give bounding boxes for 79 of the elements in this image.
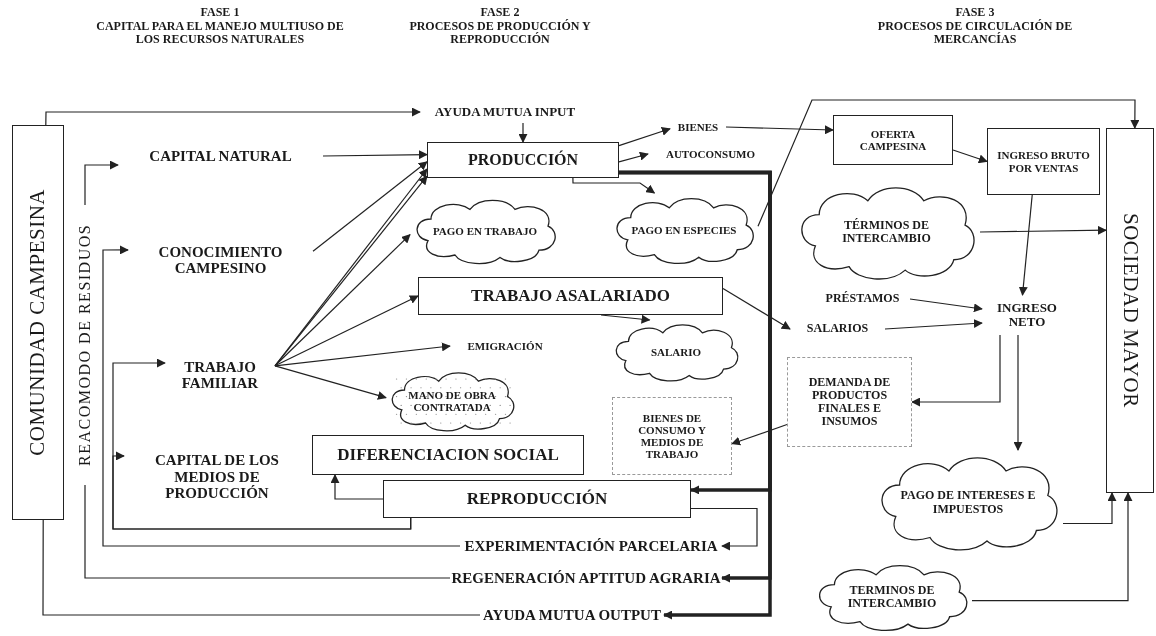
arrow (725, 125, 834, 135)
flow-label: EXPERIMENTACIÓN PARCELARIA (460, 536, 722, 556)
flow-label: CAPITAL NATURAL (118, 142, 323, 170)
phase-heading: PROCESOS DE CIRCULACIÓN DE MERCANCÍAS (876, 20, 1074, 46)
box-label: OFERTA CAMPESINA (858, 127, 928, 153)
vertical-label: REACOMODO DE RESIDUOS (72, 205, 98, 485)
cloud-label: SALARIO (650, 345, 702, 359)
dotted-box (612, 397, 732, 475)
flow-label: BIENES (670, 118, 726, 136)
vertical-box (12, 125, 64, 520)
arrow (884, 319, 983, 330)
box-label: TRABAJO ASALARIADO (471, 286, 670, 306)
flow-label: AYUDA MUTUA INPUT (420, 101, 590, 123)
arrow (979, 225, 1107, 235)
arrow (322, 150, 428, 160)
vertical-box (1106, 128, 1154, 493)
arrow (102, 245, 461, 547)
box-label: PRODUCCIÓN (467, 151, 579, 169)
box-label: REPRODUCCIÓN (466, 489, 608, 509)
cloud-label: MANO DE OBRA CONTRATADA (407, 388, 497, 414)
flow-label: EMIGRACIÓN (450, 336, 560, 356)
arrow (572, 177, 656, 194)
arrow (112, 451, 412, 530)
arrow (690, 507, 758, 551)
box-label: DIFERENCIACION SOCIAL (337, 445, 559, 465)
dotted-box (787, 357, 912, 447)
flow-label: CONOCIMIENTO CAMPESINO (128, 238, 313, 282)
arrow (731, 423, 788, 446)
arrow (518, 122, 528, 143)
arrow (1018, 194, 1033, 296)
arrow (274, 295, 419, 367)
flow-label: AUTOCONSUMO (648, 145, 773, 163)
flow-label: SALARIOS (790, 320, 885, 338)
process-box (987, 128, 1100, 195)
process-box (833, 115, 953, 165)
box-label: INGRESO BRUTO POR VENTAS (996, 149, 1091, 174)
arrow (274, 233, 411, 367)
process-box (383, 480, 691, 518)
flow-label: CAPITAL DE LOS MEDIOS DE PRODUCCIÓN (124, 445, 310, 509)
arrow (952, 149, 988, 164)
arrow (911, 334, 1001, 407)
cloud-label: PAGO DE INTERESES E IMPUESTOS (899, 489, 1037, 516)
arrow (618, 151, 649, 163)
box-label: SOCIEDAD MAYOR (1118, 213, 1142, 408)
flow-label: REGENERACIÓN APTITUD AGRARIA (450, 568, 722, 588)
arrow (757, 99, 1140, 227)
arrow (909, 298, 983, 313)
phase-heading: FASE 3 (954, 6, 996, 19)
arrow (971, 492, 1133, 602)
arrow (722, 287, 791, 330)
flow-label: TRABAJO FAMILIAR (165, 352, 275, 398)
process-box (427, 142, 619, 178)
box-label: BIENES DE CONSUMO Y MEDIOS DE TRABAJO (637, 411, 707, 461)
cloud-label: PAGO EN TRABAJO (432, 224, 538, 238)
cloud-label: TÉRMINOS DE INTERCAMBIO (841, 218, 932, 246)
connector-line (42, 519, 481, 616)
connector-line (84, 484, 451, 579)
cloud-label: PAGO EN ESPECIES (631, 223, 737, 237)
arrow (618, 127, 671, 147)
arrow (84, 160, 119, 206)
flow-label: PRÉSTAMOS (815, 290, 910, 308)
process-box (418, 277, 723, 315)
arrow (330, 474, 384, 500)
flow-label: INGRESO NETO (982, 295, 1072, 335)
cloud-label: TERMINOS DE INTERCAMBIO (846, 583, 938, 611)
arrow (45, 107, 421, 126)
arrow (1062, 492, 1117, 525)
phase-heading: CAPITAL PARA EL MANEJO MULTIUSO DE LOS RECURSOS NATURALES (95, 20, 345, 46)
arrow (312, 161, 428, 252)
process-box (312, 435, 584, 475)
arrow (274, 365, 387, 400)
phase-heading: PROCESOS DE PRODUCCIÓN Y REPRODUCCIÓN (408, 20, 592, 46)
box-label: COMUNIDAD CAMPESINA (26, 189, 50, 456)
phase-heading: FASE 2 (479, 6, 521, 19)
flow-label: AYUDA MUTUA OUTPUT (480, 605, 664, 625)
arrow (1013, 334, 1023, 451)
box-label: DEMANDA DE PRODUCTOS FINALES E INSUMOS (807, 375, 892, 429)
arrow (274, 342, 451, 367)
phase-heading: FASE 1 (199, 6, 241, 19)
